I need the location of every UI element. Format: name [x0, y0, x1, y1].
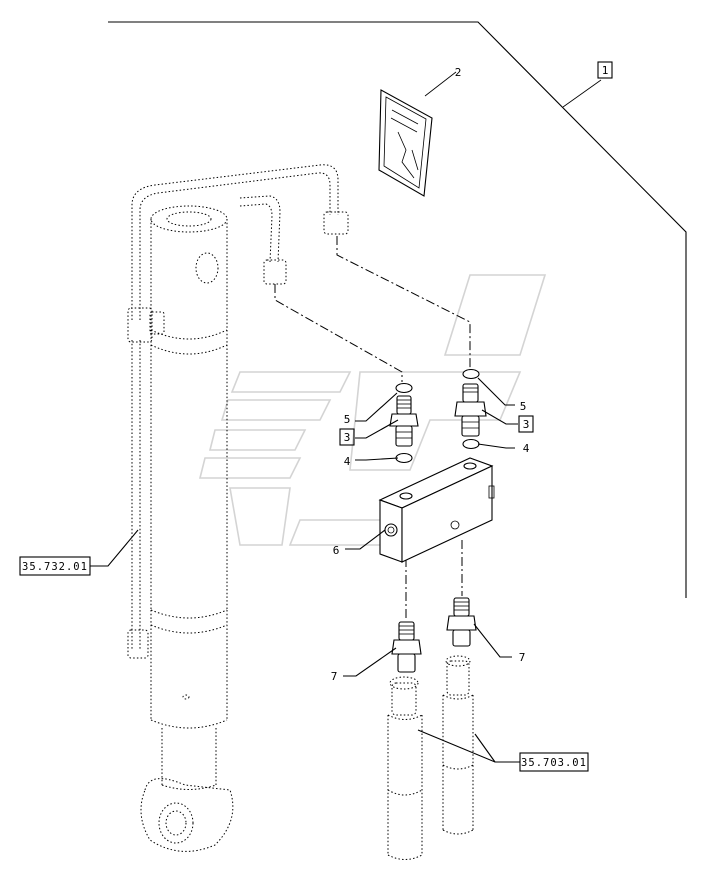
callout-4-left-label: 4	[344, 455, 351, 468]
callout-4-right-label: 4	[523, 442, 530, 455]
valve-block	[378, 457, 495, 563]
callout-leaders	[90, 377, 520, 763]
callout-7-left-label: 7	[331, 670, 338, 683]
hose-left	[387, 676, 423, 860]
cylinder-reference-label: 35.732.01	[22, 561, 88, 573]
adapter-left	[389, 395, 419, 447]
callout-5-left-label: 5	[344, 413, 351, 426]
callout-1-label: 1	[602, 64, 609, 77]
callout-3-left: 3	[339, 428, 355, 446]
cylinder-reference-box[interactable]: 35.732.01	[19, 556, 91, 576]
fitting-right	[446, 597, 477, 647]
adapter-right	[454, 383, 487, 437]
o-ring-right-top	[462, 368, 480, 380]
callout-6-label: 6	[333, 544, 340, 557]
callout-3-right-label: 3	[523, 418, 530, 431]
hose-reference-label: 35.703.01	[521, 757, 587, 769]
o-ring-right-bottom	[462, 438, 480, 450]
callout-7-right-label: 7	[519, 651, 526, 664]
hose-reference-box[interactable]: 35.703.01	[519, 752, 589, 772]
callout-3-right: 3	[518, 415, 534, 433]
watermark-logo	[198, 274, 547, 546]
callout-5-right-label: 5	[520, 400, 527, 413]
hydraulic-cylinder	[127, 164, 349, 852]
assembly-bracket-line	[108, 21, 687, 598]
callout-1: 1	[597, 61, 613, 79]
hose-right	[442, 655, 474, 835]
o-ring-left-bottom	[395, 452, 413, 464]
callout-2-label: 2	[455, 66, 462, 79]
connection-lines	[274, 236, 471, 620]
fitting-left	[391, 621, 422, 673]
decal-label	[378, 71, 457, 197]
callout-3-left-label: 3	[344, 431, 351, 444]
o-ring-left-top	[395, 382, 413, 394]
